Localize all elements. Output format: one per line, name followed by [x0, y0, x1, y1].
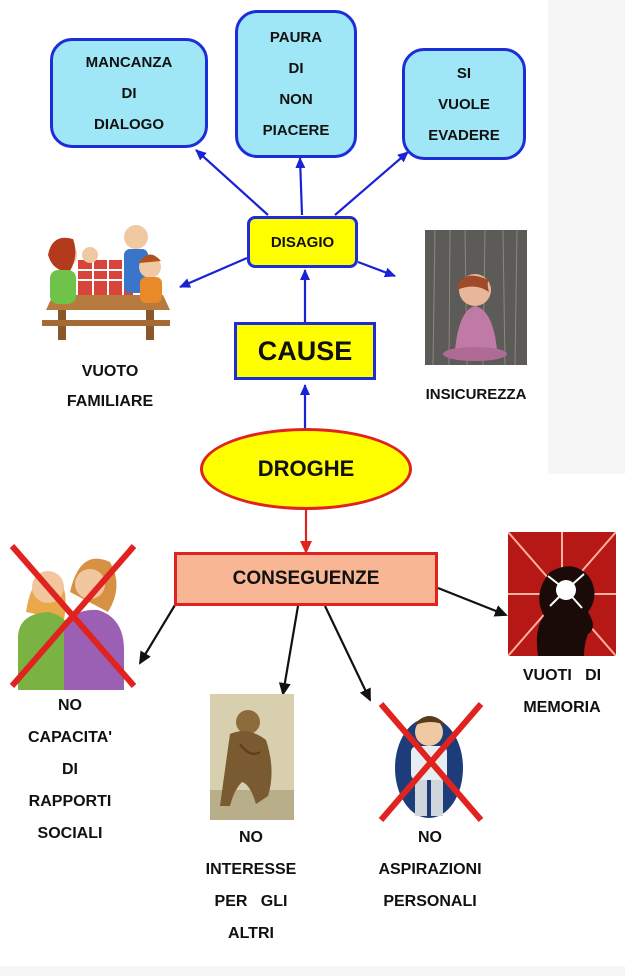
rapporti-line-5: SOCIALI: [37, 825, 103, 842]
cause-label: CAUSE: [257, 335, 353, 366]
conseguenze-label: CONSEGUENZE: [232, 568, 380, 589]
insicurezza-text: INSICUREZZA: [425, 386, 527, 403]
node-droghe: DROGHE: [200, 428, 412, 510]
paura-line-4: PIACERE: [262, 122, 330, 139]
rapporti-line-3: DI: [62, 761, 78, 778]
arrow-disagio-mancanza: [195, 149, 269, 216]
interesse-line-1: NO: [239, 829, 263, 846]
embracing-couple-crossed-icon: [9, 544, 137, 690]
aspirazioni-line-1: NO: [418, 829, 442, 846]
mancanza-line-3: DIALOGO: [94, 115, 164, 133]
label-aspirazioni-personali: NO ASPIRAZIONI PERSONALI: [360, 822, 500, 918]
sad-girl-icon: [425, 230, 527, 365]
aspirazioni-line-2: ASPIRAZIONI: [378, 861, 482, 878]
interesse-line-2: INTERESSE: [205, 861, 297, 878]
label-vuoti-di-memoria: VUOTI DI MEMORIA: [502, 660, 622, 724]
paura-line-1: PAURA: [269, 29, 323, 46]
rapporti-line-4: RAPPORTI: [28, 793, 112, 810]
label-insicurezza: INSICUREZZA: [410, 386, 542, 403]
rapporti-line-1: NO: [58, 697, 82, 714]
arrow-disagio-paura: [295, 157, 306, 216]
memoria-line-1: VUOTI DI: [522, 667, 602, 684]
evadere-line-1: SI: [456, 64, 472, 82]
mancanza-line-1: MANCANZA: [85, 53, 173, 71]
family-picnic-icon: [42, 225, 170, 340]
node-disagio: DISAGIO: [247, 216, 358, 268]
arrow-cons-memoria: [437, 586, 508, 617]
boy-crossed-icon: [378, 702, 484, 822]
evadere-line-2: VUOLE: [438, 95, 490, 113]
arrow-disagio-vuoto: [179, 256, 248, 289]
node-conseguenze: CONSEGUENZE: [174, 552, 438, 606]
paura-line-2: DI: [288, 60, 304, 77]
droghe-label: DROGHE: [257, 456, 355, 481]
label-interesse-altri: NO INTERESSE PER GLI ALTRI: [185, 822, 317, 950]
node-cause: CAUSE: [234, 322, 376, 380]
vuoto-line-2: FAMILIARE: [66, 393, 154, 410]
arrow-cons-rapporti: [138, 599, 179, 665]
arrow-disagio-evadere: [334, 151, 409, 216]
label-rapporti-sociali: NO CAPACITA' DI RAPPORTI SOCIALI: [10, 690, 130, 850]
interesse-line-4: ALTRI: [228, 925, 274, 942]
disagio-label: DISAGIO: [270, 233, 335, 251]
rapporti-line-2: CAPACITA': [27, 729, 113, 746]
arrow-disagio-insicurezza: [357, 260, 396, 278]
arrow-cons-interesse: [278, 605, 300, 696]
mancanza-line-2: DI: [121, 84, 137, 102]
node-mancanza-di-dialogo: MANCANZA DI DIALOGO: [50, 38, 208, 148]
paura-line-3: NON: [279, 91, 313, 108]
head-explosion-icon: [508, 532, 616, 656]
node-paura-di-non-piacere: PAURA DI NON PIACERE: [235, 10, 357, 158]
aspirazioni-line-3: PERSONALI: [383, 893, 477, 910]
hunched-man-painting-icon: [210, 694, 294, 820]
evadere-line-3: EVADERE: [428, 126, 500, 144]
node-si-vuole-evadere: SI VUOLE EVADERE: [402, 48, 526, 160]
interesse-line-3: PER GLI: [214, 893, 288, 910]
memoria-line-2: MEMORIA: [523, 699, 601, 716]
label-vuoto-familiare: VUOTO FAMILIARE: [40, 357, 180, 417]
arrow-cons-aspirazioni: [324, 605, 371, 702]
vuoto-line-1: VUOTO: [81, 363, 139, 380]
